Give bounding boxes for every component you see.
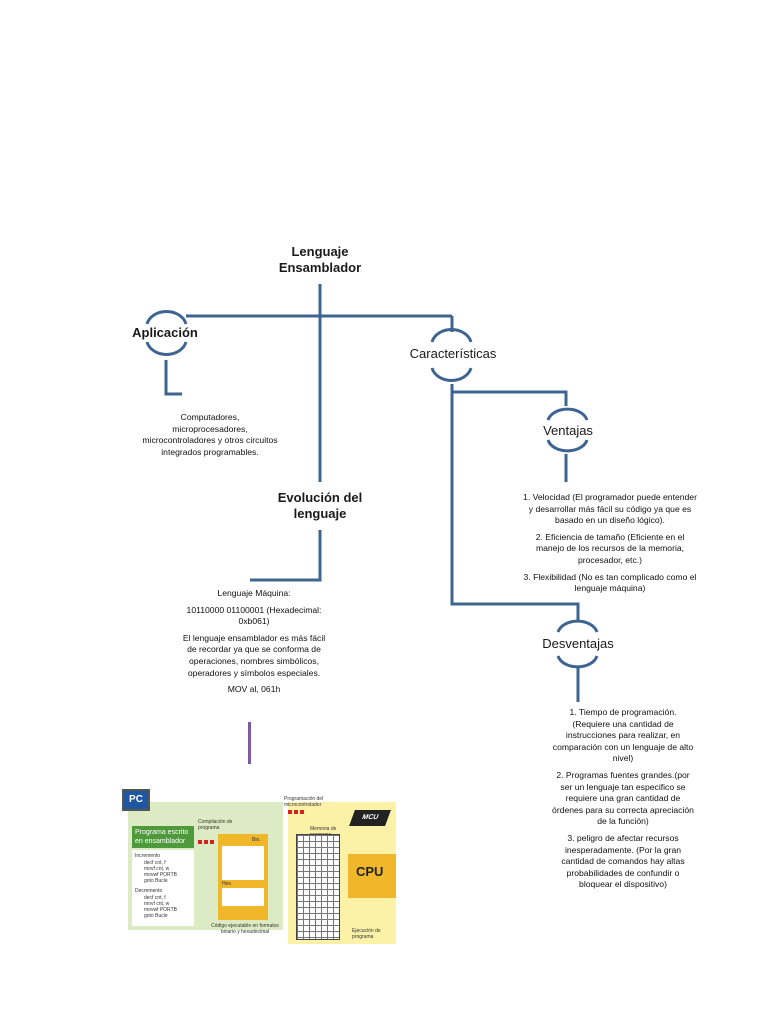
cpu-box: CPU [348, 854, 396, 898]
asm-line: goto Bucle [144, 878, 168, 884]
ventaja-item: 2. Eficiencia de tamaño (Eficiente en el… [535, 531, 685, 565]
hex-label: Hex. [222, 881, 233, 887]
asm-line: movwf PORTB [144, 872, 177, 878]
bin-label: Bin. [252, 837, 261, 843]
decremento-label: Decremento [135, 888, 163, 894]
node-desventajas: Desventajas [542, 636, 614, 651]
ventaja-item: 3. Flexibilidad (No es tan complicado co… [523, 571, 697, 594]
node-aplicacion: Aplicación [132, 325, 198, 340]
desventaja-item: 1. Tiempo de programación. (Requiere una… [552, 707, 694, 764]
asm-line: decf cnt, f [144, 860, 166, 866]
desventajas-description: 1. Tiempo de programación. (Requiere una… [552, 707, 694, 896]
hex-code [222, 888, 264, 906]
ejecucion-label: Ejecución de programa [352, 928, 381, 940]
branch-ventajas [452, 390, 568, 406]
codigo-label: Código ejecutable en formatos binario y … [211, 923, 279, 935]
asm-line: goto Bucle [144, 913, 168, 919]
memory-grid [296, 834, 340, 940]
pc-icon: PC [122, 789, 150, 811]
aplicacion-text: Computadores, microprocesadores, microco… [142, 412, 278, 457]
evolucion-line-2: 10110000 01100001 (Hexadecimal: 0xb061) [186, 604, 322, 627]
asm-line: decf cnt, f [144, 895, 166, 901]
compile-arrow [198, 840, 216, 844]
evolucion-line-4: MOV al, 061h [227, 684, 281, 695]
programacion-label: Programación del microcontrolador [284, 796, 324, 808]
aplicacion-leg [164, 360, 182, 396]
assembler-illustration: PC Programa escrito en ensamblador Incre… [120, 786, 400, 946]
programa-label: Programa escrito en ensamblador [132, 826, 194, 848]
desventaja-item: 3. peligro de afectar recursos inesperad… [561, 832, 685, 890]
arc-caracteristicas-top [430, 328, 473, 343]
asm-listing: Incremento decf cnt, f movf cnt, w movwf… [132, 850, 194, 926]
arc-aplicacion-bottom [145, 341, 188, 356]
compilacion-label: Compilación de programa [198, 819, 233, 831]
desventaja-item: 2. Programas fuentes grandes.(por ser un… [552, 769, 694, 827]
arc-caracteristicas-bottom [430, 367, 473, 382]
ventaja-item: 1. Velocidad (El programador puede enten… [523, 492, 697, 526]
evolucion-line-3: El lenguaje ensamblador es más fácil de … [182, 632, 326, 678]
node-caracteristicas: Características [409, 346, 497, 361]
evolucion-description: Lenguaje Máquina: 10110000 01100001 (Hex… [180, 588, 328, 701]
arc-desventajas-top [556, 619, 599, 633]
aplicacion-description: Computadores, microprocesadores, microco… [142, 412, 278, 463]
purple-bar [248, 722, 251, 764]
incremento-label: Incremento [135, 853, 161, 859]
cpu-label: CPU [356, 864, 384, 879]
arc-aplicacion-top [145, 310, 188, 325]
evolucion-leg [250, 530, 322, 582]
arc-desventajas-bottom [556, 655, 599, 669]
node-ventajas: Ventajas [543, 423, 593, 438]
evolucion-line-1: Lenguaje Máquina: [217, 588, 291, 598]
program-arrow [288, 810, 306, 814]
node-root: Lenguaje Ensamblador [278, 244, 362, 275]
asm-line: movf cnt, w [144, 901, 170, 907]
arc-ventajas-bottom [546, 439, 589, 453]
asm-line: movf cnt, w [144, 866, 170, 872]
node-evolucion: Evolución del lenguaje [277, 490, 363, 521]
ventajas-description: 1. Velocidad (El programador puede enten… [522, 492, 698, 600]
mcu-chip: MCU [349, 810, 391, 826]
branch-desventajas [450, 384, 580, 622]
binary-code [222, 846, 264, 880]
arc-ventajas-top [546, 407, 589, 421]
binary-box: Bin. Hex. [218, 834, 268, 920]
asm-line: movwf PORTB [144, 907, 177, 913]
